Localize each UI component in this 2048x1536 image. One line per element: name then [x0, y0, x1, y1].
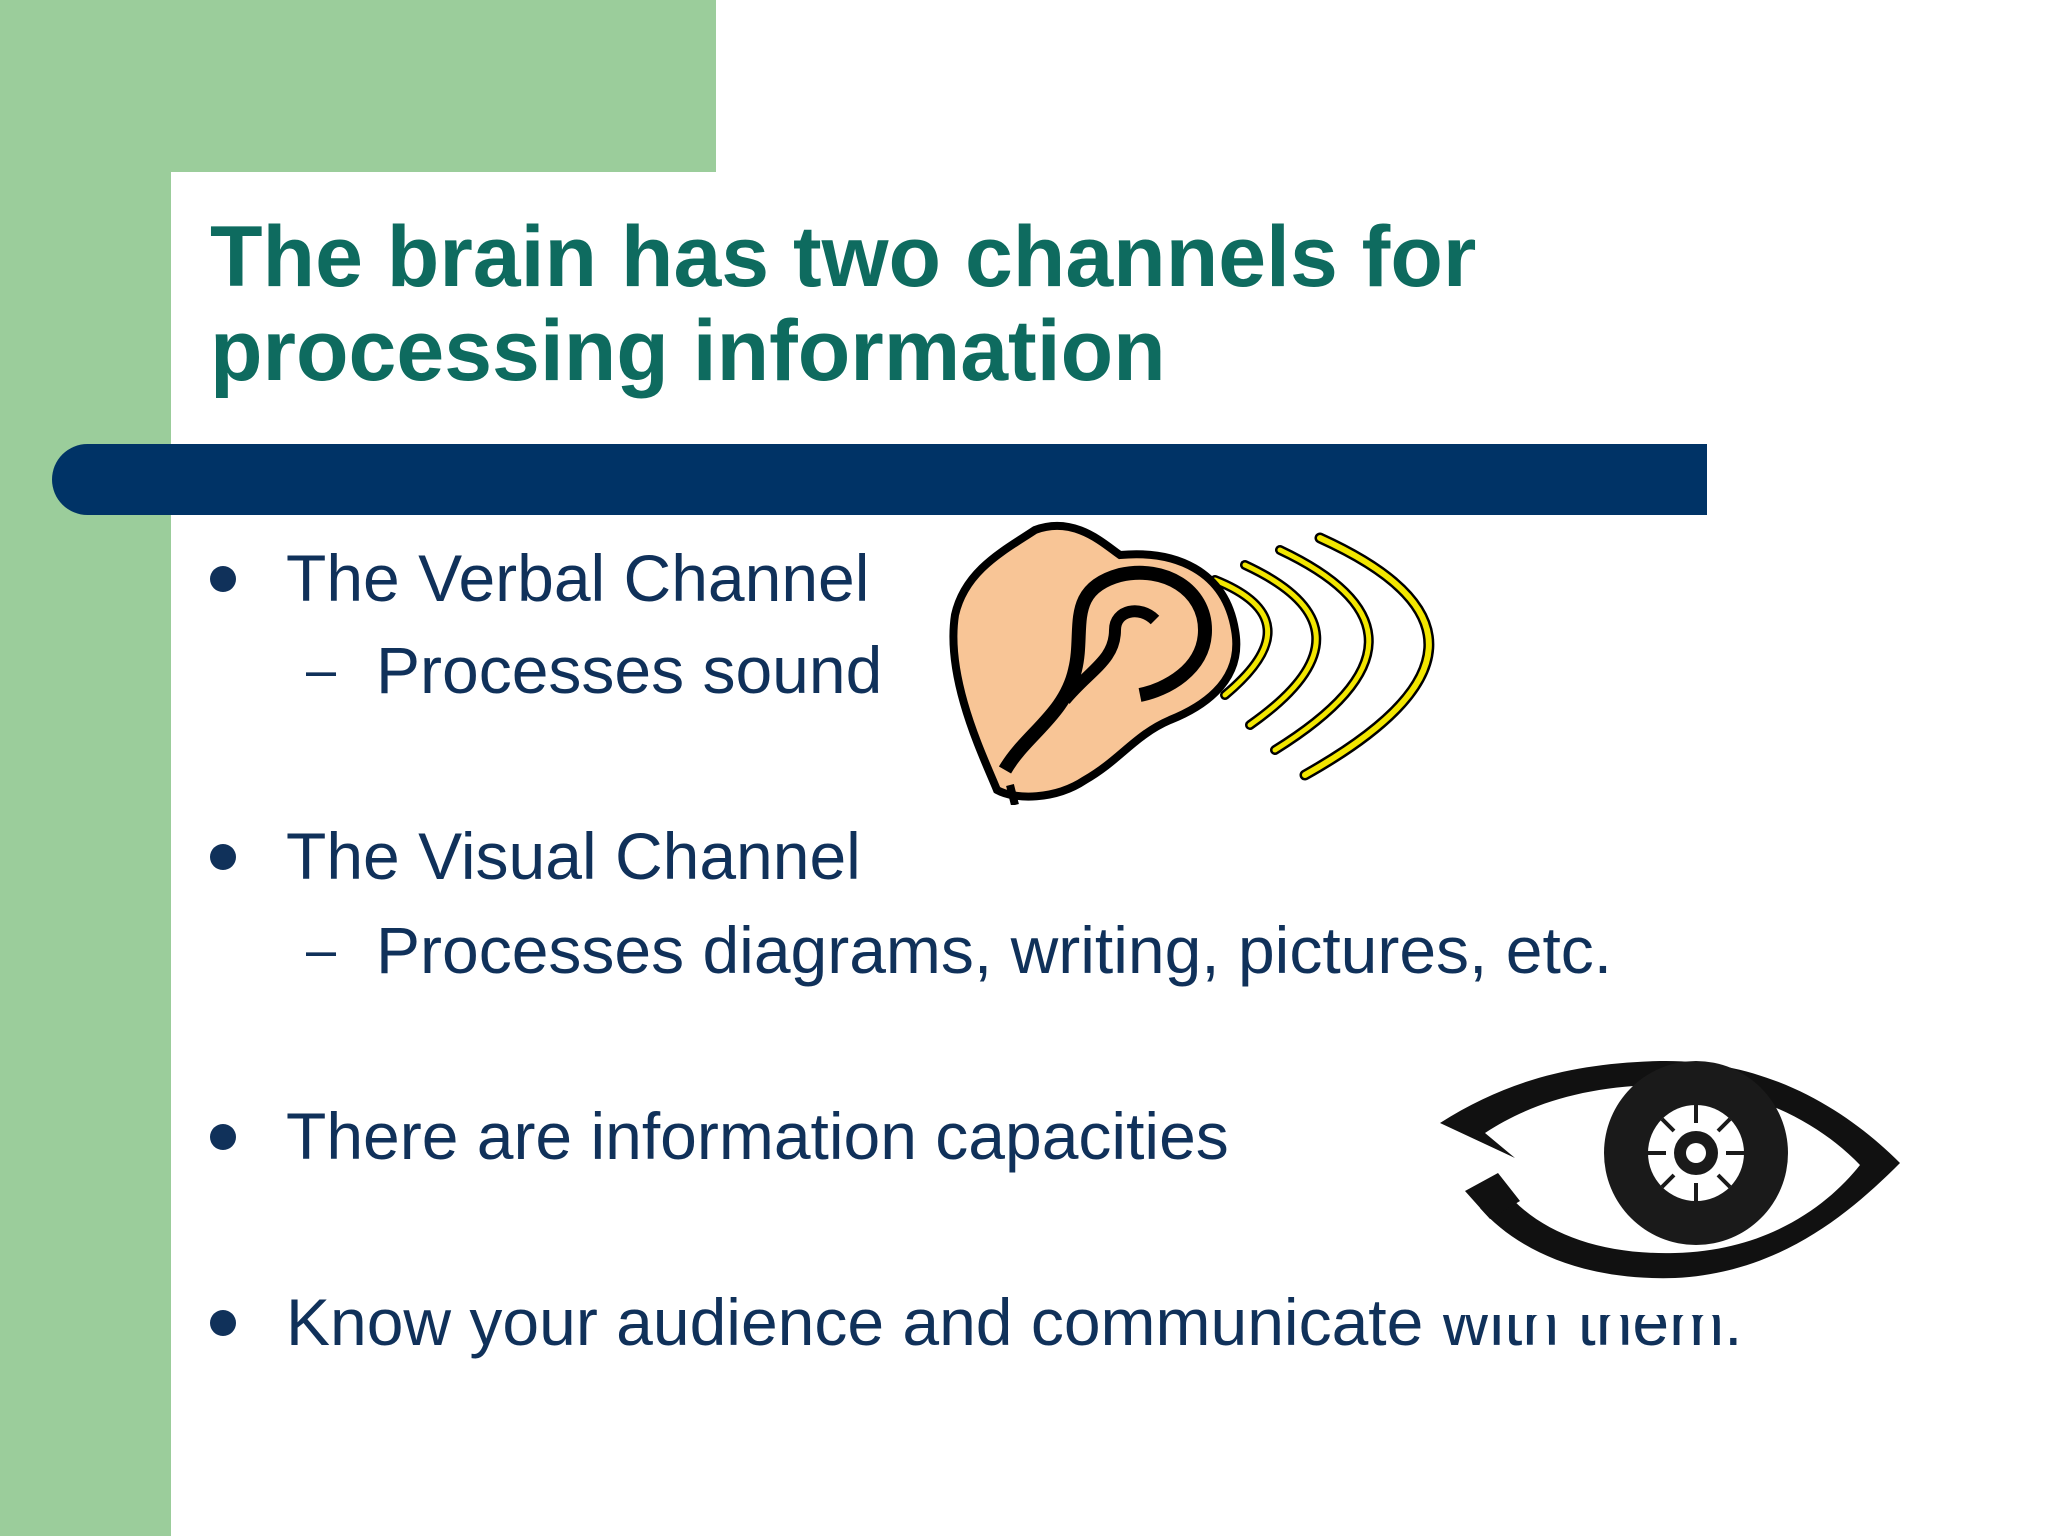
sub-dash: –: [306, 920, 337, 980]
eye-icon: [1440, 1060, 1900, 1279]
bullet-dot: [210, 1124, 236, 1150]
ear-icon: [949, 521, 1435, 805]
subbullet-text: Processes diagrams, writing, pictures, e…: [376, 913, 1613, 987]
subbullet-text: Processes sound: [376, 633, 883, 707]
bullet-dot: [210, 1310, 236, 1336]
bullet-text: There are information capacities: [286, 1099, 1229, 1173]
bullet-text: The Verbal Channel: [286, 541, 870, 615]
title-underline-bar: [52, 444, 1707, 515]
bullet-text: The Visual Channel: [286, 819, 861, 893]
bullet-dot: [210, 844, 236, 870]
eye-image: [1420, 1023, 1920, 1315]
slide-title: The brain has two channels for processin…: [210, 209, 1477, 399]
decor-green-left: [0, 0, 171, 1536]
bullet-dot: [210, 566, 236, 592]
sub-dash: –: [306, 640, 337, 700]
